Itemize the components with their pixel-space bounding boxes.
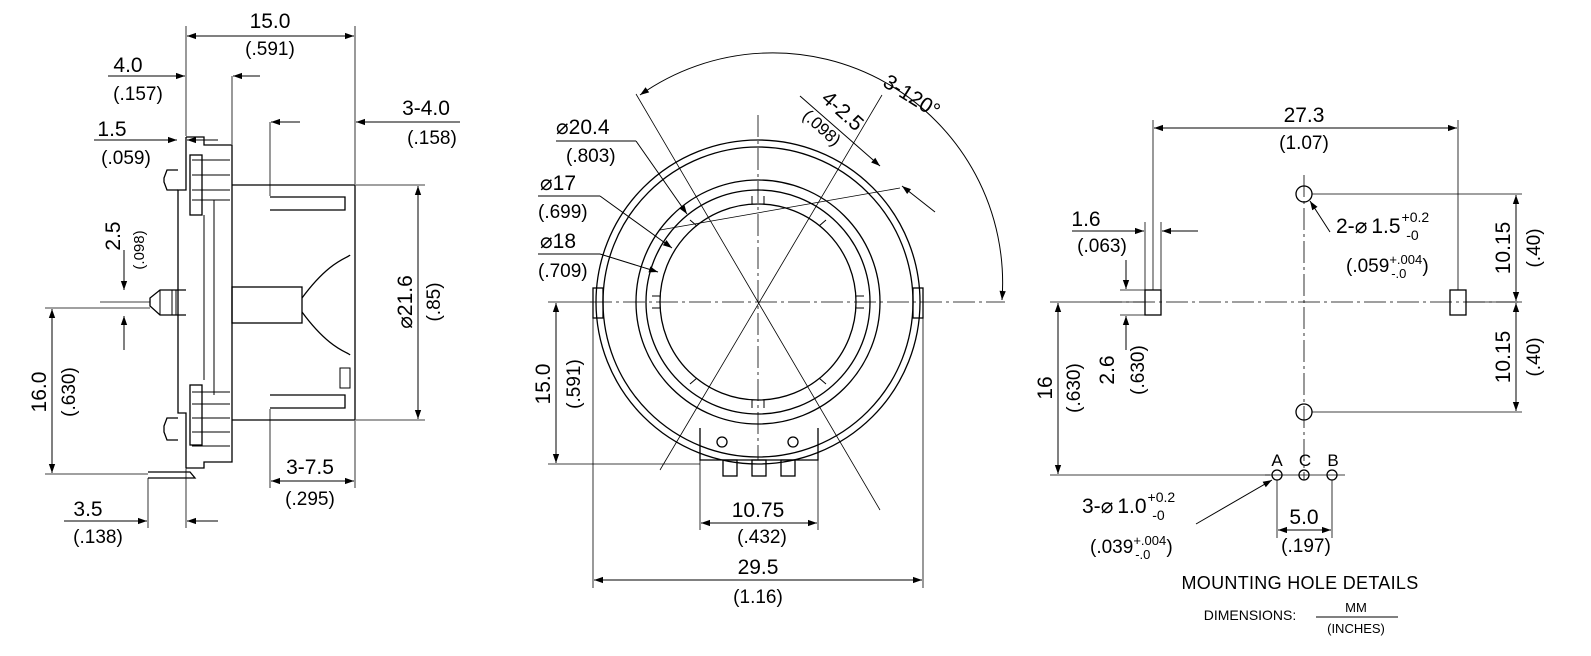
front-w-mm: 29.5 [738,556,779,579]
d1-mm: ⌀20.4 [556,116,610,139]
dimensions-label: DIMENSIONS: [1204,607,1297,623]
d2-in: (.699) [538,202,588,223]
d3-mm: ⌀18 [540,230,576,253]
front-h-mm: 15.0 [532,364,555,405]
slotw-in: (.063) [1077,236,1127,257]
h16-mm: 16 [1034,376,1057,399]
plate-mm: 1.5 [97,118,126,141]
dia-mm: ⌀21.6 [394,275,417,329]
height-in: (.630) [59,367,80,417]
side-view-body [148,136,356,479]
right-slot [1449,289,1467,316]
pins-mm: 10.75 [732,499,785,522]
bot-mm: 10.15 [1492,331,1515,384]
tabw-mm: 3-7.5 [286,456,334,479]
flange-mm: 4.0 [113,54,142,77]
pin-label-c: C [1299,451,1311,470]
tabw-in: (.295) [285,489,335,510]
plate-in: (.059) [101,148,151,169]
top-in: (.40) [1524,228,1545,267]
flange-in: (.157) [113,84,163,105]
tab-in: (.158) [407,128,457,149]
pitch-mm: 5.0 [1289,506,1318,529]
foot-mm: 3.5 [73,498,102,521]
unit-mm: MM [1345,600,1367,615]
mounting-title: MOUNTING HOLE DETAILS [1182,573,1419,593]
pin-label-b: B [1327,451,1338,470]
span-in: (1.07) [1279,133,1329,154]
side-width-mm: 15.0 [250,10,291,33]
tab-mm: 3-4.0 [402,97,450,120]
hole2-mm: 2-⌀1.5+0.2-0 [1336,209,1429,243]
mounting-view: 27.3 (1.07) 1.6 (.063) 2-⌀1.5+0.2-0 (.05… [1034,104,1545,636]
d3-in: (.709) [538,261,588,282]
front-h-in: (.591) [564,359,585,409]
d1-in: (.803) [566,146,616,167]
side-width-in: (.591) [245,39,295,60]
angle-label: 3-120° [879,70,944,122]
front-w-in: (1.16) [733,587,783,608]
dia-in: (.85) [424,282,445,321]
slot-h-in: (.630) [1128,345,1149,395]
h16-in: (.630) [1064,363,1085,413]
unit-inches: (INCHES) [1327,621,1385,636]
height-mm: 16.0 [28,372,51,413]
slotw-mm: 1.6 [1071,208,1100,231]
pitch-in: (.197) [1281,536,1331,557]
bot-in: (.40) [1524,337,1545,376]
front-view-body [590,93,1005,511]
foot-in: (.138) [73,527,123,548]
front-view: 3-120° 4-2.5 (.098) ⌀20.4 (.803) ⌀17 (.6… [532,52,1006,608]
pin-mm: 2.5 [102,221,125,250]
left-slot [1144,289,1162,316]
hole2-in: (.059+.004-.0) [1346,252,1429,281]
top-mm: 10.15 [1492,222,1515,275]
hole3-mm: 3-⌀1.0+0.2-0 [1082,489,1175,523]
pins-in: (.432) [737,527,787,548]
hole3-in: (.039+.004-.0) [1090,533,1173,562]
slot-h-mm: 2.6 [1096,355,1119,384]
side-view: 15.0 (.591) 4.0 (.157) 1.5 (.059) 2.5 (.… [28,10,460,548]
d2-mm: ⌀17 [540,172,576,195]
span-mm: 27.3 [1284,104,1325,127]
pin-in: (.098) [131,230,148,269]
pin-label-a: A [1271,451,1283,470]
